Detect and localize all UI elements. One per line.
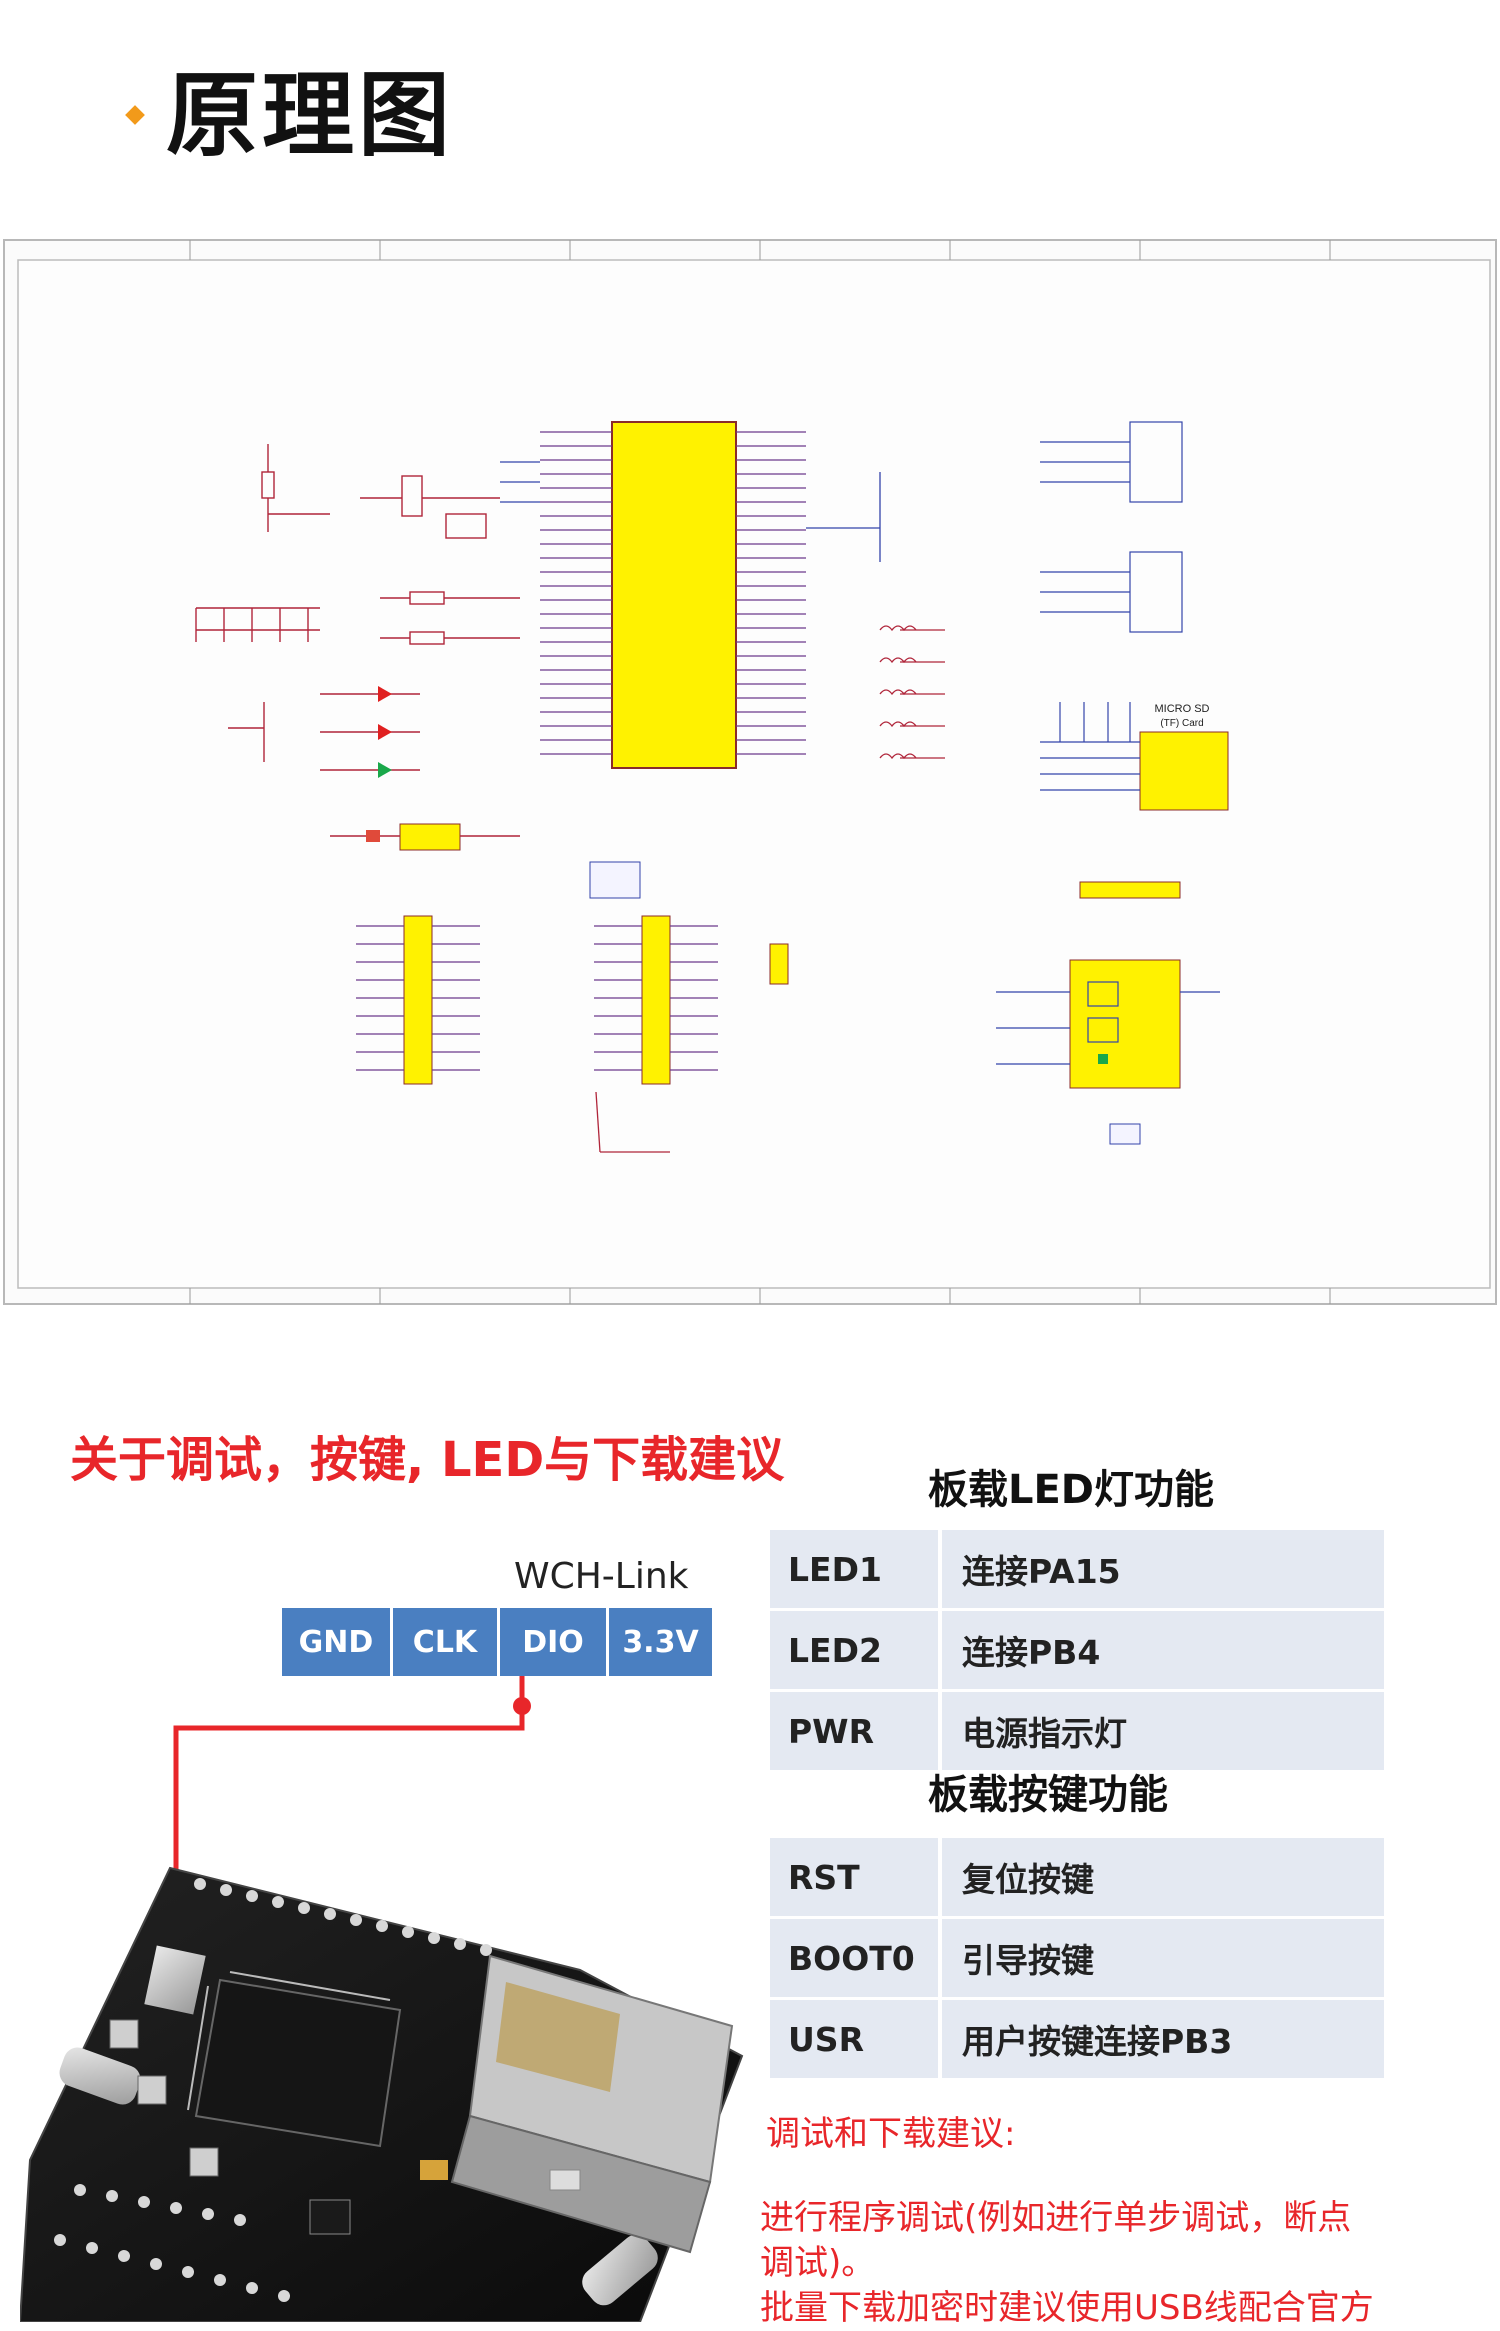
page-title: 原理图 [166,62,455,169]
table-key: RST [770,1838,938,1916]
button-function-table: RST 复位按键 BOOT0 引导按键 USR 用户按键连接PB3 [770,1838,1384,2078]
table-key: BOOT0 [770,1919,938,1997]
pin-dio: DIO [497,1608,606,1676]
pin-3v3: 3.3V [606,1608,712,1676]
table-value: 复位按键 [942,1838,1384,1916]
advice-line: 调试)。 [760,2243,876,2283]
sd-card-label: MICRO SD [1155,703,1210,715]
schematic-diagram: MICRO SD (TF) Card [3,239,1497,1305]
title-bullet-icon [125,105,145,125]
pin-gnd: GND [282,1608,390,1676]
advice-line: 进行程序调试(例如进行单步调试，断点 [760,2198,1352,2238]
advice-line: 批量下载加密时建议使用USB线配合官方 [760,2288,1374,2328]
table-row: BOOT0 引导按键 [770,1916,1384,1997]
dev-board-image [20,1866,744,2322]
section-title: 关于调试，按键, LED与下载建议 [70,1432,785,1488]
led-function-table: LED1 连接PA15 LED2 连接PB4 PWR 电源指示灯 [770,1530,1384,1770]
table-key: USR [770,2000,938,2078]
table-row: PWR 电源指示灯 [770,1689,1384,1770]
table-value: 引导按键 [942,1919,1384,1997]
table-value: 用户按键连接PB3 [942,2000,1384,2078]
table-row: LED2 连接PB4 [770,1608,1384,1689]
table-key: LED1 [770,1530,938,1608]
table-key: PWR [770,1692,938,1770]
table-row: USR 用户按键连接PB3 [770,1997,1384,2078]
table-value: 电源指示灯 [942,1692,1384,1770]
table-key: LED2 [770,1611,938,1689]
led-table-heading: 板载LED灯功能 [928,1467,1215,1513]
wch-link-label: WCH-Link [514,1556,689,1597]
sd-card-sublabel: (TF) Card [1160,718,1203,729]
advice-body: 进行程序调试(例如进行单步调试，断点 调试)。 批量下载加密时建议使用USB线配… [760,2196,1380,2331]
table-row: LED1 连接PA15 [770,1530,1384,1608]
advice-title: 调试和下载建议: [766,2114,1016,2154]
pin-clk: CLK [390,1608,497,1676]
table-value: 连接PB4 [942,1611,1384,1689]
wch-link-pin-strip: GND CLK DIO 3.3V [282,1608,712,1676]
table-value: 连接PA15 [942,1530,1384,1608]
table-row: RST 复位按键 [770,1838,1384,1916]
button-table-heading: 板载按键功能 [928,1772,1168,1818]
